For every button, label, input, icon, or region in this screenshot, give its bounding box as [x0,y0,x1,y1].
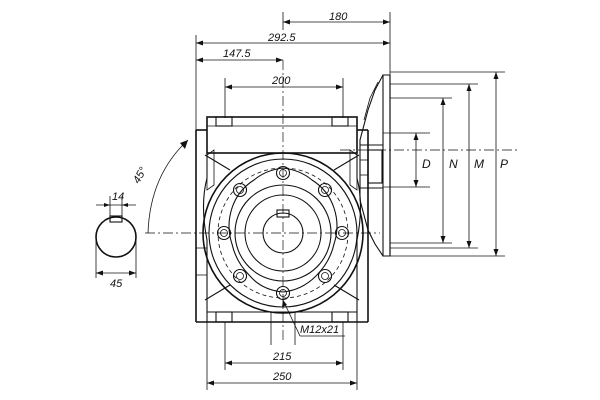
bolt-hole-lower-right [317,268,333,284]
dimension-180: 180 [282,11,391,75]
dimension-P: P [390,71,508,257]
dimension-14-label: 14 [112,191,124,203]
dimension-D: D [383,132,431,188]
dimension-215-label: 215 [272,351,292,363]
dimension-P-label: P [500,157,508,171]
dimension-N-label: N [449,157,458,171]
dimension-147-5: 147.5 [196,48,283,63]
center-lines [145,60,520,340]
dimension-147-5-label: 147.5 [223,48,251,60]
dimension-250-label: 250 [272,371,292,383]
dimension-200-label: 200 [271,75,291,87]
bolt-hole-upper-right [317,182,333,198]
dimension-180-label: 180 [329,11,348,23]
dimension-292-5-label: 292.5 [267,32,296,44]
dimension-M: M [390,83,484,249]
thread-callout: M12x21 [270,299,345,345]
gearbox-front-view [195,116,369,323]
dimension-M-label: M [474,157,484,171]
angle-45-label: 45° [131,165,150,186]
dimension-D-label: D [422,157,431,171]
input-flange-side-view [359,74,391,257]
thread-label: M12x21 [300,324,339,336]
bolt-hole-lower-left [232,268,248,284]
angle-45-annotation: 45° [131,139,189,234]
shaft-cross-section: 14 45 [95,191,137,290]
dimension-250: 250 [206,322,358,390]
dimension-215: 215 [224,322,344,370]
bolt-hole-upper-left [232,182,248,198]
dimension-45-label: 45 [110,278,123,290]
dimension-200: 200 [224,75,344,118]
dimension-292-5: 292.5 [195,32,390,130]
dimension-N: N [390,97,458,244]
